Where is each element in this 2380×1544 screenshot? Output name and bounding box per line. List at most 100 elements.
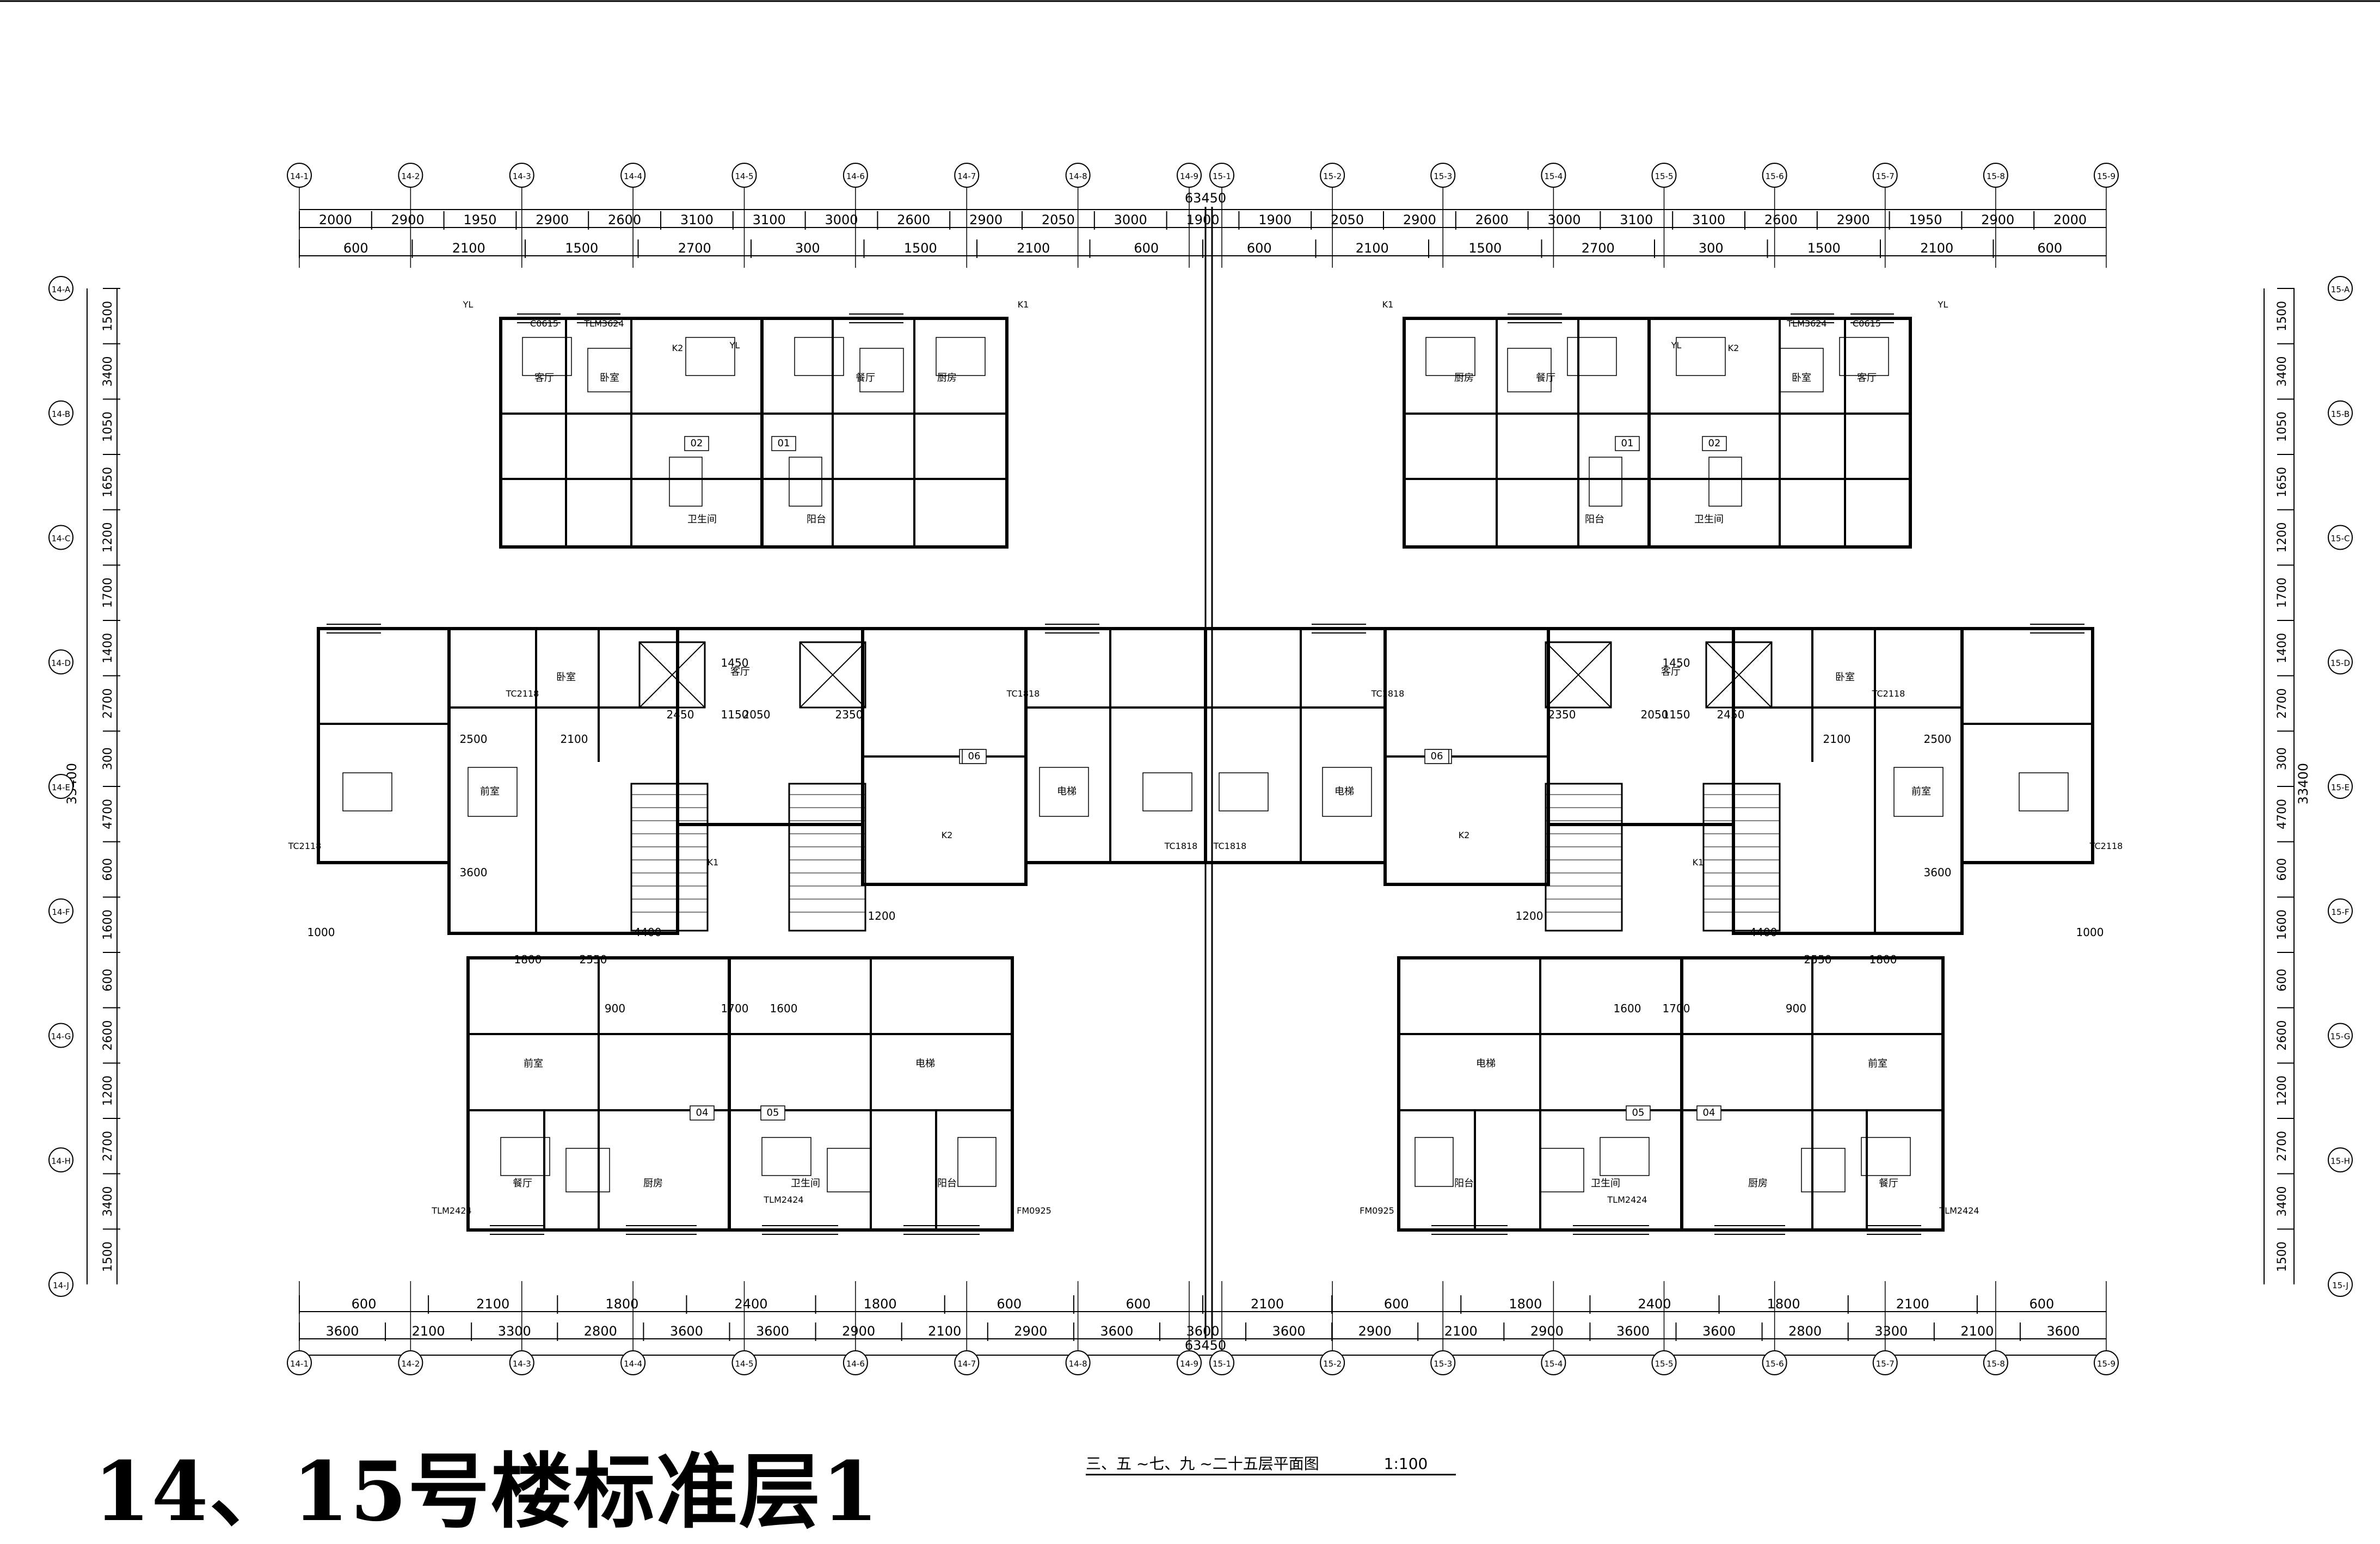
stair-outline — [788, 783, 866, 932]
bottom-dim-text: 3600 — [326, 1324, 359, 1339]
room-label: 客厅 — [1661, 666, 1681, 678]
top-dim-text: 1950 — [1909, 212, 1942, 227]
right-axis-bubble-circle — [2328, 1272, 2353, 1297]
bottom-dim-text-2: 600 — [1384, 1296, 1409, 1312]
left-axis-bubble-circle — [48, 649, 73, 675]
mid-dim-text: 2100 — [561, 733, 588, 746]
mid-dim-text: 1150 — [1663, 708, 1690, 721]
bottom-dim-text-2: 2100 — [1896, 1296, 1929, 1312]
bottom-axis-bubble-label: 15-8 — [1987, 1359, 2005, 1369]
mid-dim-text: 4400 — [634, 926, 662, 939]
room-label: 卫生间 — [791, 1178, 820, 1189]
furniture — [685, 337, 735, 376]
furniture — [859, 348, 904, 392]
tag-label: FM0925 — [1017, 1205, 1051, 1216]
top-dim-text: 3100 — [1692, 212, 1725, 227]
furniture — [522, 337, 572, 376]
mid-dim-text: 3600 — [460, 866, 488, 879]
bottom-axis-bubble-label: 14-2 — [401, 1359, 420, 1369]
drawing-scale: 1:100 — [1383, 1455, 1428, 1473]
left-axis-bubble-circle — [48, 525, 73, 550]
unit-number: 05 — [1632, 1107, 1645, 1118]
furniture — [500, 1137, 550, 1176]
top-axis-bubble-label: 15-2 — [1323, 171, 1342, 181]
tag-label: TLM2424 — [1607, 1195, 1647, 1205]
bottom-dim-text: 3300 — [1874, 1324, 1908, 1339]
furniture — [794, 337, 844, 376]
top-dim-text: 1950 — [463, 212, 496, 227]
left-axis-bubble-label: 14-A — [52, 285, 71, 294]
bottom-dim-text: 3600 — [1616, 1324, 1650, 1339]
right-dim-text: 3400 — [2276, 356, 2289, 387]
bottom-dim-text: 2900 — [1530, 1324, 1564, 1339]
tag-label: YL — [729, 340, 740, 350]
bottom-dim-text-2: 600 — [352, 1296, 377, 1312]
right-axis-bubble-circle — [2328, 276, 2353, 301]
right-axis-bubble-circle — [2328, 1147, 2353, 1173]
right-axis-bubble-label: 15-F — [2331, 907, 2349, 917]
mid-dim-text: 2500 — [460, 733, 488, 746]
unit-number-box — [771, 436, 796, 451]
top-dim-text-2: 1500 — [1807, 241, 1841, 256]
bottom-axis-bubble-label: 14-8 — [1069, 1359, 1087, 1369]
west-wing-outline — [1960, 627, 2094, 864]
right-axis-bubble-circle — [2328, 525, 2353, 550]
right-dim-text: 1200 — [2276, 522, 2289, 553]
furniture — [1708, 457, 1742, 507]
bottom-axis-bubble-label: 15-6 — [1766, 1359, 1784, 1369]
overall-width-text: 63450 — [1185, 190, 1226, 206]
unit-number-box — [962, 749, 987, 764]
room-label: 客厅 — [1857, 372, 1877, 384]
furniture — [1425, 337, 1475, 376]
room-label: 阳台 — [807, 514, 826, 525]
mid-dim-text: 1700 — [721, 1002, 749, 1015]
top-axis-bubble-label: 14-9 — [1180, 171, 1198, 181]
right-dim-text: 2700 — [2276, 688, 2289, 719]
top-dim-text: 3000 — [825, 212, 858, 227]
elevator-shaft — [1545, 641, 1612, 709]
furniture — [1589, 457, 1622, 507]
mid-dim-text: 2350 — [1548, 708, 1576, 721]
top-dim-text: 2600 — [608, 212, 641, 227]
unit-number: 06 — [968, 751, 981, 762]
overall-width-text-bottom: 63450 — [1185, 1338, 1226, 1353]
tag-label: TLM2424 — [431, 1205, 471, 1216]
furniture — [1893, 767, 1944, 817]
mid-dim-text: 1200 — [1516, 909, 1543, 922]
left-axis-bubble-label: 14-B — [52, 409, 70, 419]
right-dim-text: 2600 — [2276, 1020, 2289, 1051]
room-label: 卫生间 — [687, 514, 717, 525]
furniture — [2019, 772, 2069, 811]
top-dim-text: 3100 — [680, 212, 714, 227]
right-dim-text: 1650 — [2276, 467, 2289, 497]
tag-label: TC2118 — [288, 841, 322, 851]
right-dim-text: 1400 — [2276, 633, 2289, 663]
tag-label: K1 — [708, 857, 719, 868]
furniture — [1861, 1137, 1911, 1176]
right-axis-bubble-circle — [2328, 898, 2353, 924]
mid-dim-text: 2050 — [1641, 708, 1669, 721]
bottom-axis-bubble-label: 15-1 — [1213, 1359, 1231, 1369]
drawing-caption-text: 三、五 ~七、九 ~二十五层平面图 — [1086, 1455, 1319, 1473]
furniture — [957, 1137, 997, 1187]
east-wing-outline — [1204, 627, 1387, 864]
bottom-dim-text: 2100 — [412, 1324, 445, 1339]
right-dim-text: 600 — [2276, 858, 2289, 881]
room-label: 前室 — [1911, 786, 1931, 797]
top-dim-text: 3100 — [1620, 212, 1653, 227]
unit-number-box — [1702, 436, 1727, 451]
bottom-dim-text: 2100 — [928, 1324, 961, 1339]
bottom-dim-text-2: 1800 — [1509, 1296, 1542, 1312]
left-axis-bubble-circle — [48, 1147, 73, 1173]
top-dim-text-2: 1500 — [904, 241, 937, 256]
bottom-dim-text: 2900 — [1358, 1324, 1392, 1339]
room-label: 电梯 — [1057, 786, 1077, 797]
top-dim-text: 2900 — [1403, 212, 1436, 227]
tag-label: YL — [1671, 340, 1682, 350]
left-axis-bubble-circle — [48, 774, 73, 799]
tag-label: TLM2424 — [1939, 1205, 1979, 1216]
top-dim-text: 1900 — [1186, 212, 1219, 227]
right-axis-bubble-label: 15-B — [2331, 409, 2350, 419]
mid-dim-text: 900 — [605, 1002, 625, 1015]
left-axis-bubble-label: 14-H — [51, 1156, 71, 1166]
